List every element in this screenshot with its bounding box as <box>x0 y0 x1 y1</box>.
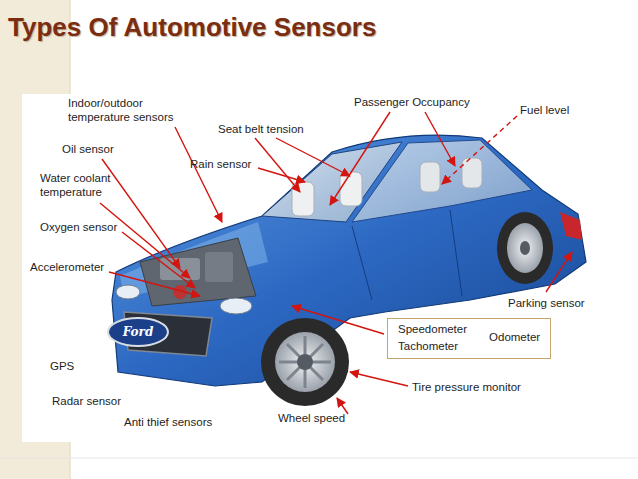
instrument-name: Tachometer <box>398 340 467 354</box>
sensor-label: Radar sensor <box>52 395 121 409</box>
sensor-label: Rain sensor <box>190 158 251 172</box>
logo-oval <box>108 318 168 346</box>
sensor-label: Tire pressure monitor <box>412 381 521 395</box>
sensor-label: Accelerometer <box>30 261 104 275</box>
instrument-name: Speedometer <box>398 323 467 337</box>
sensor-label: Indoor/outdoor temperature sensors <box>68 97 183 125</box>
sensor-label: Water coolant temperature <box>40 172 125 200</box>
leader-lines <box>100 112 572 414</box>
instrument-box: SpeedometerTachometer Odometer <box>387 318 551 359</box>
side-window <box>352 140 532 222</box>
sensor-label: Oxygen sensor <box>40 221 117 235</box>
slide-title: Types Of Automotive Sensors <box>8 12 376 43</box>
instrument-name: Odometer <box>489 331 540 345</box>
rear-wheel <box>497 212 553 284</box>
logo-text: Ford <box>123 325 154 339</box>
sensor-label: Fuel level <box>520 104 569 118</box>
car-body <box>112 135 586 386</box>
front-wheel <box>261 318 349 406</box>
sensor-label: Anti thief sensors <box>124 416 212 430</box>
sensor-label: Oil sensor <box>62 143 114 157</box>
sensor-label: Passenger Occupancy <box>354 96 470 110</box>
picture-ground <box>22 94 600 442</box>
sensor-label: Parking sensor <box>508 297 585 311</box>
sensor-label: Seat belt tension <box>218 123 304 137</box>
sensor-label: GPS <box>50 360 74 374</box>
sensor-label: Wheel speed <box>278 412 345 426</box>
